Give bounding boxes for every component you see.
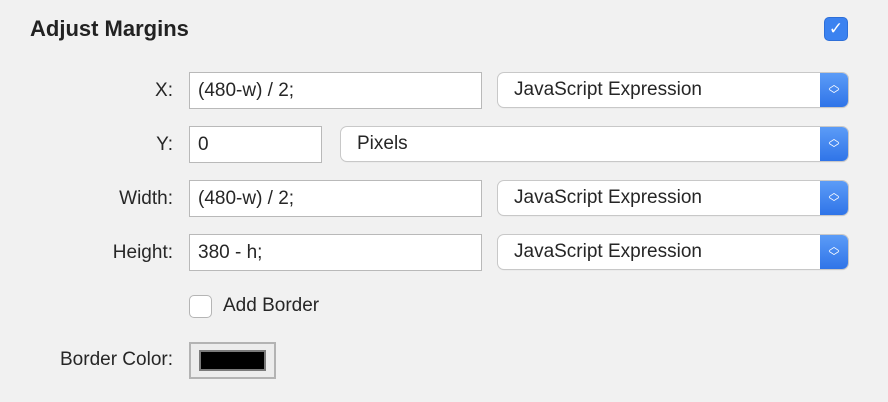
border-color-label: Border Color: <box>60 349 173 370</box>
add-border-checkbox[interactable] <box>189 295 212 318</box>
color-swatch <box>199 350 266 371</box>
up-down-chevron-icon: ︿﹀ <box>820 235 848 269</box>
x-label: X: <box>155 80 173 101</box>
x-unit-select[interactable]: JavaScript Expression ︿﹀ <box>498 73 848 107</box>
height-label: Height: <box>112 242 173 263</box>
height-input[interactable]: 380 - h; <box>189 234 482 271</box>
x-unit-value: JavaScript Expression <box>514 79 702 100</box>
up-down-chevron-icon: ︿﹀ <box>820 127 848 161</box>
width-unit-select[interactable]: JavaScript Expression ︿﹀ <box>498 181 848 215</box>
height-unit-value: JavaScript Expression <box>514 241 702 262</box>
y-unit-select[interactable]: Pixels ︿﹀ <box>341 127 848 161</box>
checkmark-icon: ✓ <box>828 19 844 38</box>
add-border-label: Add Border <box>223 295 320 316</box>
border-color-well[interactable] <box>189 342 276 379</box>
width-unit-value: JavaScript Expression <box>514 187 702 208</box>
width-input[interactable]: (480-w) / 2; <box>189 180 482 217</box>
up-down-chevron-icon: ︿﹀ <box>820 181 848 215</box>
y-input[interactable]: 0 <box>189 126 322 163</box>
enable-checkbox[interactable]: ✓ <box>824 17 848 41</box>
height-unit-select[interactable]: JavaScript Expression ︿﹀ <box>498 235 848 269</box>
section-title: Adjust Margins <box>30 16 189 41</box>
y-label: Y: <box>156 134 173 155</box>
y-unit-value: Pixels <box>357 133 408 154</box>
width-label: Width: <box>119 188 173 209</box>
x-input[interactable]: (480-w) / 2; <box>189 72 482 109</box>
up-down-chevron-icon: ︿﹀ <box>820 73 848 107</box>
